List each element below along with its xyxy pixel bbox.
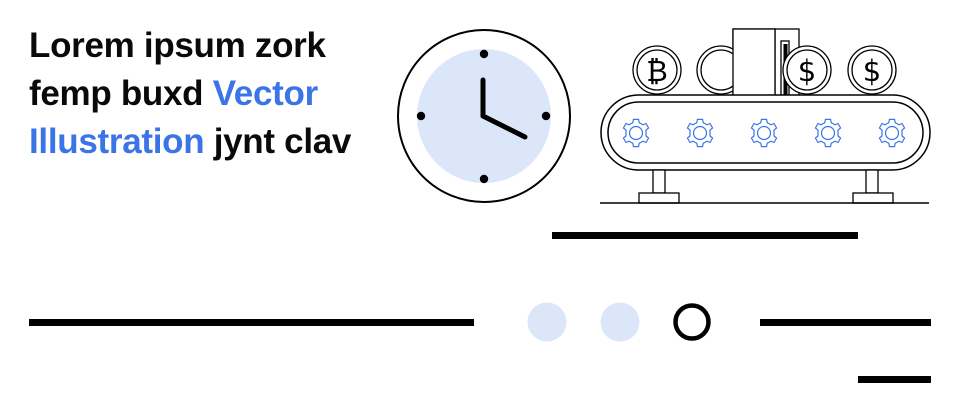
- clock-icon: [397, 29, 571, 203]
- bitcoin-coin-icon: ₿: [632, 45, 682, 95]
- divider-line: [858, 376, 931, 383]
- headline-accent: Vector Illustration: [29, 74, 318, 161]
- pagination-dot-1[interactable]: [527, 302, 567, 342]
- svg-text:$: $: [798, 54, 816, 88]
- svg-text:$: $: [863, 54, 881, 88]
- conveyor-belt-icon: ₿ $ $: [600, 28, 931, 204]
- dollar-coin-icon: $: [782, 45, 832, 95]
- headline-part-1: Lorem ipsum zork femp buxd: [29, 26, 326, 113]
- pagination-dots: [527, 302, 711, 342]
- headline-part-2: jynt clav: [204, 122, 352, 161]
- divider-line: [29, 319, 474, 326]
- pagination-dot-2[interactable]: [600, 302, 640, 342]
- headline: Lorem ipsum zork femp buxd Vector Illust…: [29, 22, 389, 166]
- divider-line: [552, 232, 858, 239]
- minute-hand: [480, 113, 528, 140]
- dollar-coin-icon: $: [847, 45, 897, 95]
- svg-text:₿: ₿: [646, 54, 667, 88]
- divider-line: [760, 319, 931, 326]
- pagination-dot-3-active[interactable]: [673, 303, 711, 341]
